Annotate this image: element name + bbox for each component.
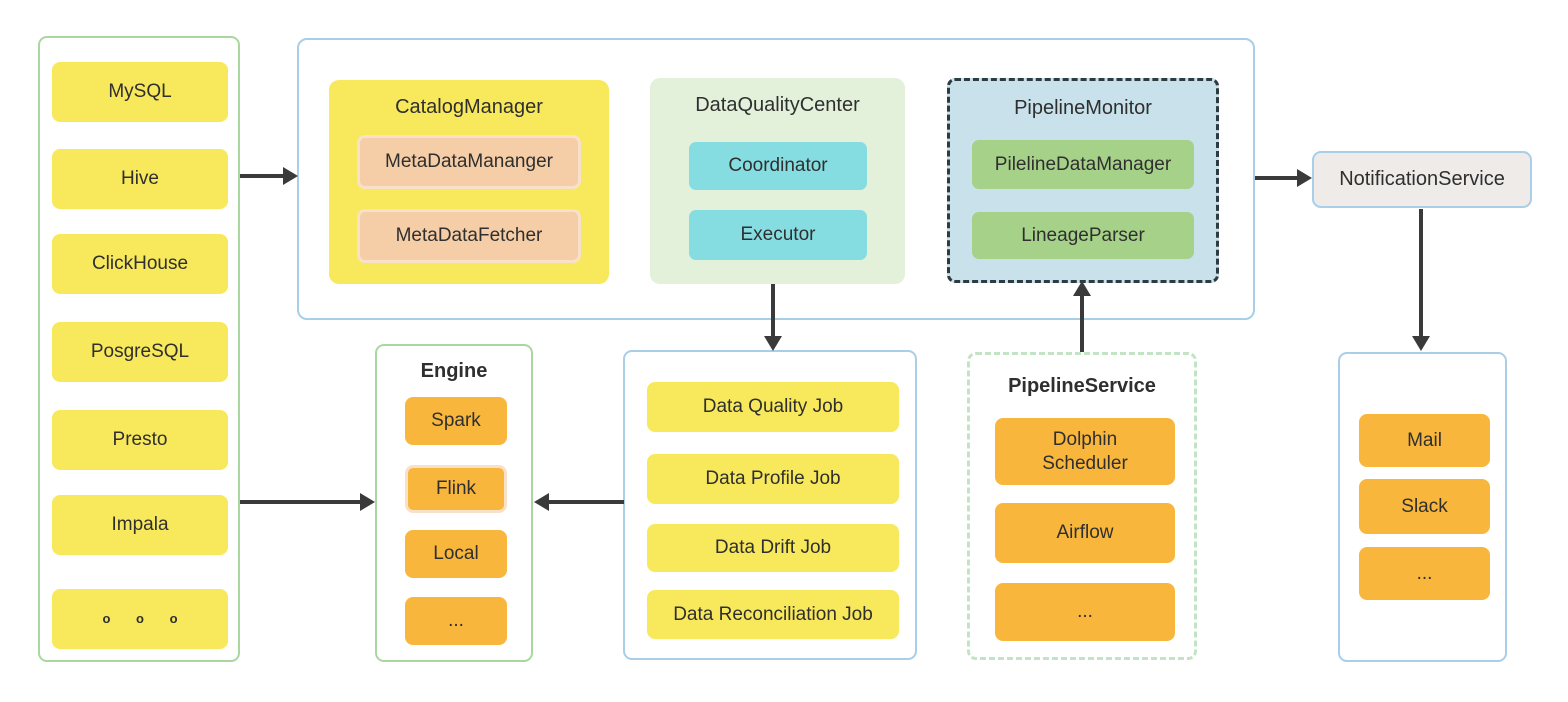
- catalog-manager-title: CatalogManager: [395, 96, 543, 118]
- datasource-impala: Impala: [52, 495, 228, 555]
- arrow-dqc-to-jobs-head: [764, 336, 782, 351]
- lineage-parser-node: LineageParser: [972, 212, 1194, 259]
- pipeline-data-manager-node: PilelineDataManager: [972, 140, 1194, 189]
- pipeline-monitor-title: PipelineMonitor: [1014, 97, 1152, 119]
- catalog-manager-panel: CatalogManager MetaDataMananger MetaData…: [329, 80, 609, 284]
- channels-more-node: ...: [1359, 547, 1490, 600]
- pipeline-service-more-node: ...: [995, 583, 1175, 641]
- pipeline-monitor-panel: PipelineMonitor PilelineDataManager Line…: [947, 78, 1219, 283]
- datasource-clickhouse: ClickHouse: [52, 234, 228, 294]
- engine-title: Engine: [420, 360, 488, 382]
- job-center-container: Data Quality Job Data Profile Job Data D…: [623, 350, 917, 660]
- engine-spark-node: Spark: [405, 397, 507, 445]
- datasource-hive: Hive: [52, 149, 228, 209]
- arrow-dqc-to-jobs-line: [771, 284, 775, 337]
- arrow-jobs-to-engine-line: [548, 500, 624, 504]
- arrow-datasources-to-platform-head: [283, 167, 298, 185]
- data-quality-center-title: DataQualityCenter: [695, 94, 860, 116]
- datasource-presto: Presto: [52, 410, 228, 470]
- airflow-node: Airflow: [995, 503, 1175, 563]
- arrow-datasources-to-engine-head: [360, 493, 375, 511]
- arrow-pipelineservice-to-monitor-line: [1080, 294, 1084, 352]
- datasources-container: MySQL Hive ClickHouse PosgreSQL Presto I…: [38, 36, 240, 662]
- dolphin-scheduler-node: Dolphin Scheduler: [995, 418, 1175, 485]
- data-drift-job-node: Data Drift Job: [647, 524, 899, 572]
- arrow-pipelineservice-to-monitor-head: [1073, 281, 1091, 296]
- pipeline-service-title: PipelineService: [1008, 375, 1156, 397]
- data-reconciliation-job-node: Data Reconciliation Job: [647, 590, 899, 639]
- datasource-mysql: MySQL: [52, 62, 228, 122]
- notification-service-node: NotificationService: [1312, 151, 1532, 208]
- arrow-datasources-to-engine-line: [240, 500, 361, 504]
- data-profile-job-node: Data Profile Job: [647, 454, 899, 504]
- engine-container: Engine Spark Flink Local ...: [375, 344, 533, 662]
- data-quality-job-node: Data Quality Job: [647, 382, 899, 432]
- data-quality-center-panel: DataQualityCenter Coordinator Executor: [650, 78, 905, 284]
- coordinator-node: Coordinator: [689, 142, 867, 190]
- executor-node: Executor: [689, 210, 867, 260]
- metadata-manager-node: MetaDataMananger: [357, 135, 581, 189]
- pipeline-service-container: PipelineService Dolphin Scheduler Airflo…: [967, 352, 1197, 660]
- arrow-notification-to-channels-line: [1419, 209, 1423, 337]
- arrow-platform-to-notification-line: [1255, 176, 1298, 180]
- slack-node: Slack: [1359, 479, 1490, 534]
- platform-container: CatalogManager MetaDataMananger MetaData…: [297, 38, 1255, 320]
- arrow-datasources-to-platform-line: [240, 174, 284, 178]
- engine-local-node: Local: [405, 530, 507, 578]
- datasource-posgresql: PosgreSQL: [52, 322, 228, 382]
- mail-node: Mail: [1359, 414, 1490, 467]
- datasource-more: o o o: [52, 589, 228, 649]
- engine-flink-node: Flink: [405, 465, 507, 513]
- metadata-fetcher-node: MetaDataFetcher: [357, 209, 581, 263]
- engine-more-node: ...: [405, 597, 507, 645]
- arrow-jobs-to-engine-head: [534, 493, 549, 511]
- arrow-platform-to-notification-head: [1297, 169, 1312, 187]
- arrow-notification-to-channels-head: [1412, 336, 1430, 351]
- notification-channels-container: Mail Slack ...: [1338, 352, 1507, 662]
